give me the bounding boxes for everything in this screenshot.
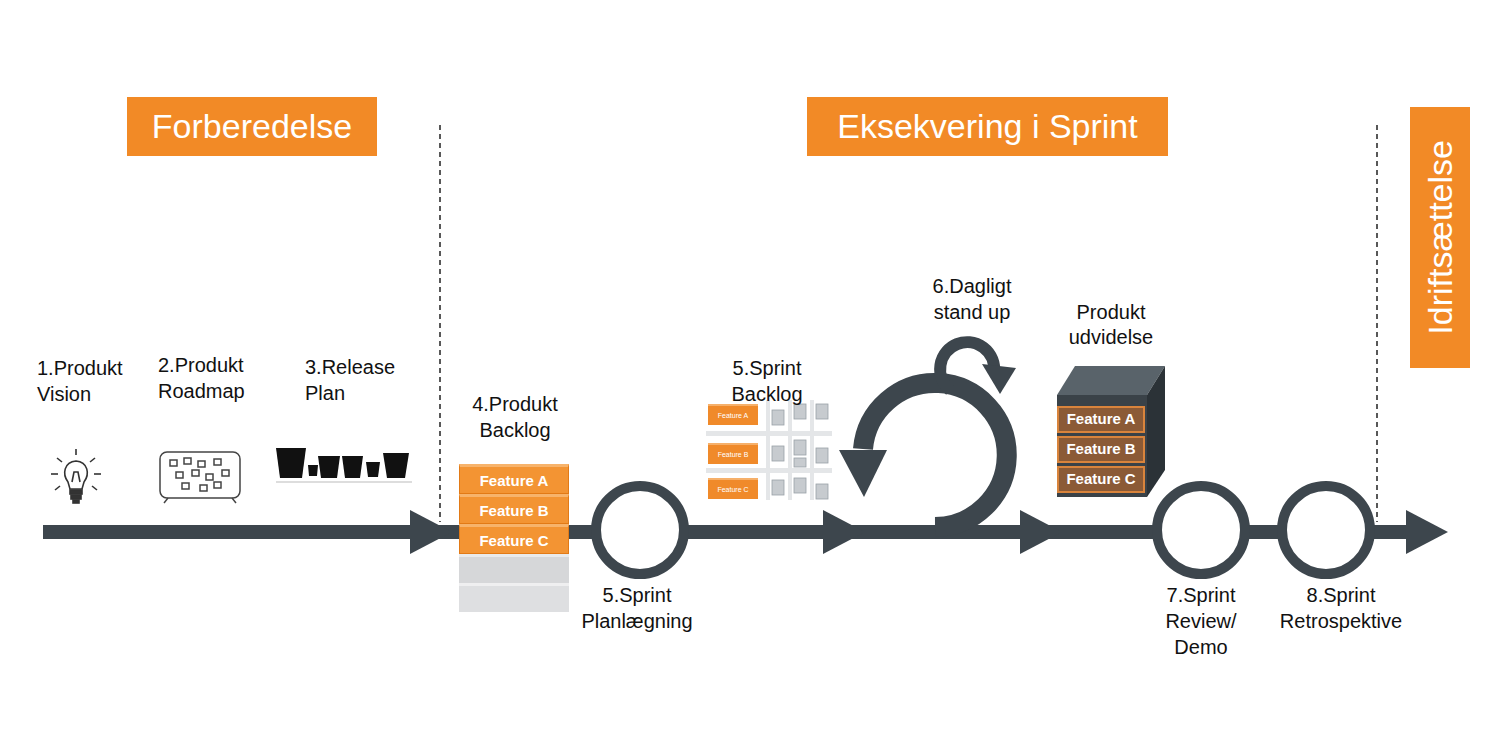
daily-loop-arrow [940,342,1016,394]
sprint-task: Feature A [708,404,758,425]
phase-separator [439,125,441,522]
increment-feature: Feature A [1057,406,1145,433]
phase-banner: Idriftsættelse [1410,107,1470,368]
step-label: 1.Produkt Vision [37,355,137,407]
backlog-feature: Feature B [459,494,569,524]
step-label: 5.Sprint Planlægning [567,582,707,634]
increment-cube [1057,366,1165,497]
phase-separator [1376,125,1378,522]
node-text: Eksekvering i Sprint [837,107,1137,146]
step-label: 8.Sprint Retrospektive [1265,582,1417,634]
node-text: Feature B [1066,440,1135,459]
step-label: 3.Release Plan [305,354,405,406]
backlog-feature: Feature C [459,524,569,554]
node-text: Feature B [479,502,548,519]
release-pots-icon [276,448,412,482]
step-label: 5.Sprint Backlog [720,355,814,407]
backlog-feature: Feature A [459,464,569,494]
node-text: Feature B [718,451,749,458]
node-text: Feature A [1067,410,1136,429]
milestone-circle [596,486,684,574]
node-text: Feature C [479,532,548,549]
product-increment: Produkt udvidelseFeature A Feature B Featu… [1048,300,1174,500]
timeline-arrowhead [1020,510,1062,554]
sprint-loop-arrow [839,383,1007,527]
milestone-circle [1282,486,1370,574]
phase-banner: Eksekvering i Sprint [807,97,1168,156]
node-text: Idriftsættelse [1421,140,1460,335]
backlog-empty-slot [459,554,569,612]
sprint-task: Feature C [708,478,758,499]
node-text: Feature C [717,486,748,493]
roadmap-board-icon [160,452,240,503]
step-label: 2.Produkt Roadmap [158,352,258,404]
phase-banner: Forberedelse [127,97,377,156]
timeline-arrowhead [410,510,452,554]
timeline-arrowhead [823,510,865,554]
node-text: Feature C [1066,470,1135,489]
step-label: 4.Produkt Backlog [461,391,569,443]
sprint-task: Feature B [708,443,758,464]
step-label: 6.Dagligt stand up [922,273,1022,325]
milestone-circle [1157,486,1245,574]
node-text: Feature A [718,412,748,419]
task-board [706,400,832,500]
node-text: Feature A [480,472,549,489]
node-text: Forberedelse [152,107,352,146]
increment-feature: Feature B [1057,436,1145,463]
node-text: Produkt udvidelse [1048,300,1174,350]
step-label: 7.Sprint Review/ Demo [1150,582,1252,660]
lightbulb-icon [51,449,101,503]
timeline-arrowhead [1406,510,1448,554]
increment-feature: Feature C [1057,466,1145,493]
